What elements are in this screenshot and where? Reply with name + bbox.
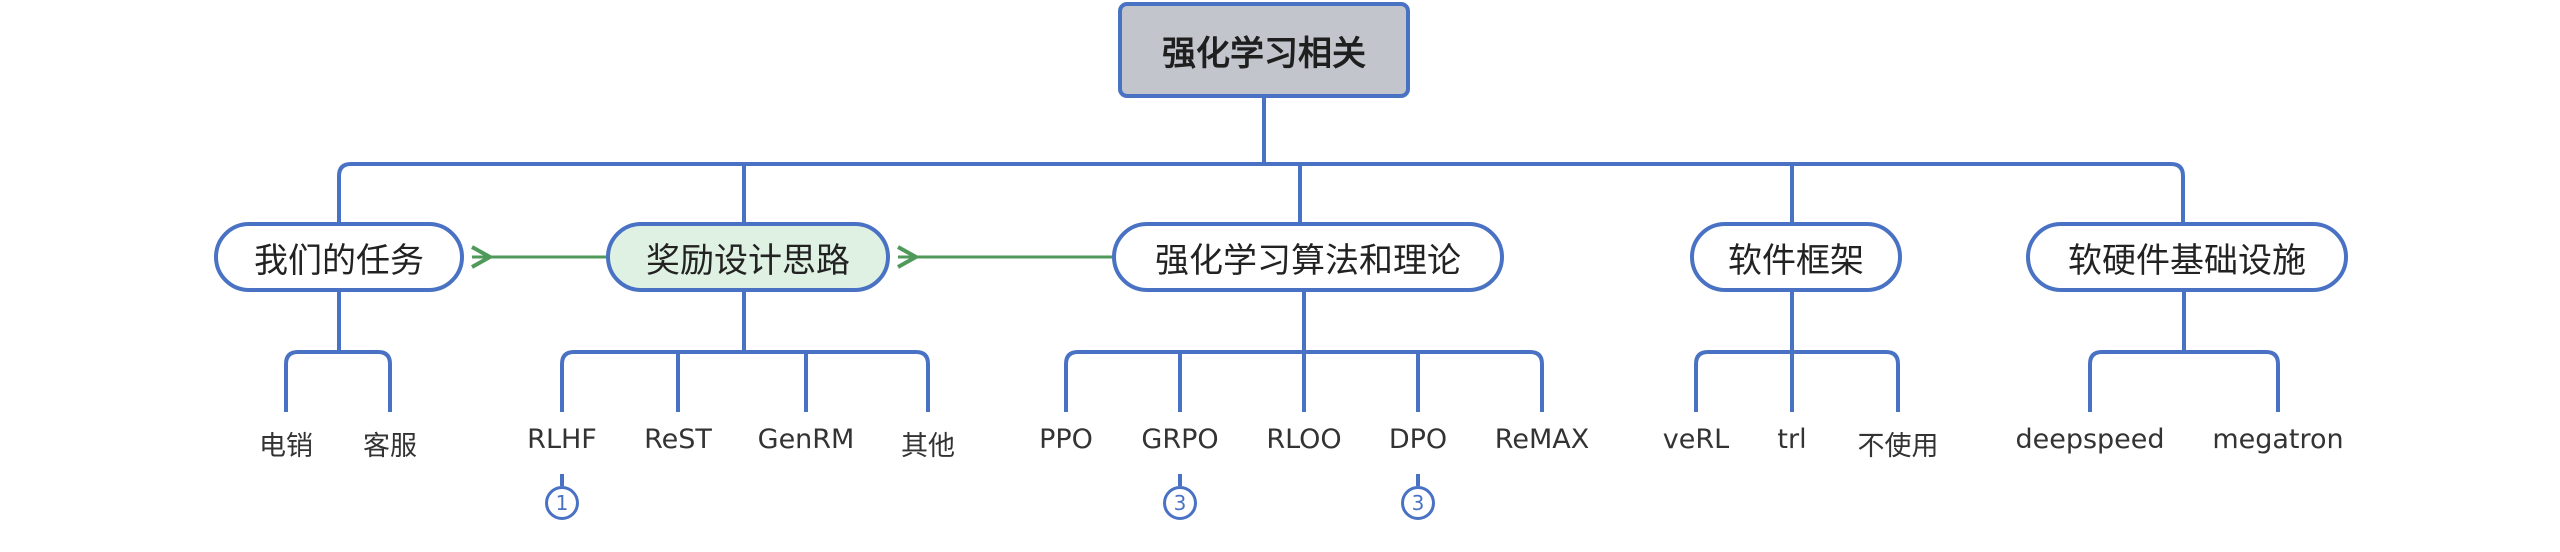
leaf-topic[interactable]: 其他: [901, 431, 955, 462]
leaf-bracket-line: [2088, 350, 2280, 412]
leaf-topic[interactable]: veRL: [1662, 424, 1730, 455]
branch-label: 软硬件基础设施: [2068, 240, 2306, 281]
branch-our-tasks[interactable]: 我们的任务: [214, 222, 464, 292]
count-badge[interactable]: 3: [1163, 486, 1197, 520]
leaf-topic[interactable]: 不使用: [1857, 431, 1939, 462]
branch-label: 软件框架: [1728, 240, 1864, 281]
leaf-topic[interactable]: DPO: [1388, 424, 1448, 455]
leaf-bracket-line: [284, 350, 392, 412]
leaf-topic[interactable]: RLOO: [1266, 424, 1342, 455]
leaf-topic[interactable]: deepspeed: [2015, 424, 2165, 455]
leaf-topic[interactable]: GenRM: [757, 424, 855, 455]
root-topic-label: 强化学习相关: [1162, 33, 1366, 74]
leaf-bracket-line: [560, 350, 930, 412]
leaf-topic[interactable]: ReMAX: [1494, 424, 1590, 455]
branch-infrastructure[interactable]: 软硬件基础设施: [2026, 222, 2348, 292]
leaf-bracket-line: [1694, 350, 1900, 412]
branch-reward-design[interactable]: 奖励设计思路: [606, 222, 890, 292]
branch-software-frameworks[interactable]: 软件框架: [1690, 222, 1902, 292]
connector-lines: [284, 98, 2280, 486]
branch-label: 我们的任务: [254, 240, 424, 281]
count-badge[interactable]: 3: [1401, 486, 1435, 520]
leaf-topic[interactable]: trl: [1777, 424, 1807, 455]
branch-label: 强化学习算法和理论: [1155, 240, 1461, 281]
count-badge[interactable]: 1: [545, 486, 579, 520]
leaf-topic[interactable]: 客服: [363, 431, 417, 462]
leaf-topic[interactable]: 电销: [259, 431, 313, 462]
branch-rl-algorithms[interactable]: 强化学习算法和理论: [1112, 222, 1504, 292]
leaf-topic[interactable]: GRPO: [1141, 424, 1219, 455]
leaf-topic[interactable]: megatron: [2212, 424, 2344, 455]
leaf-topic[interactable]: PPO: [1039, 424, 1093, 455]
leaf-topic[interactable]: ReST: [644, 424, 712, 455]
branch-bus-line: [337, 162, 2185, 224]
branch-label: 奖励设计思路: [646, 240, 850, 281]
root-topic[interactable]: 强化学习相关: [1118, 2, 1410, 98]
leaf-topic[interactable]: RLHF: [527, 424, 597, 455]
